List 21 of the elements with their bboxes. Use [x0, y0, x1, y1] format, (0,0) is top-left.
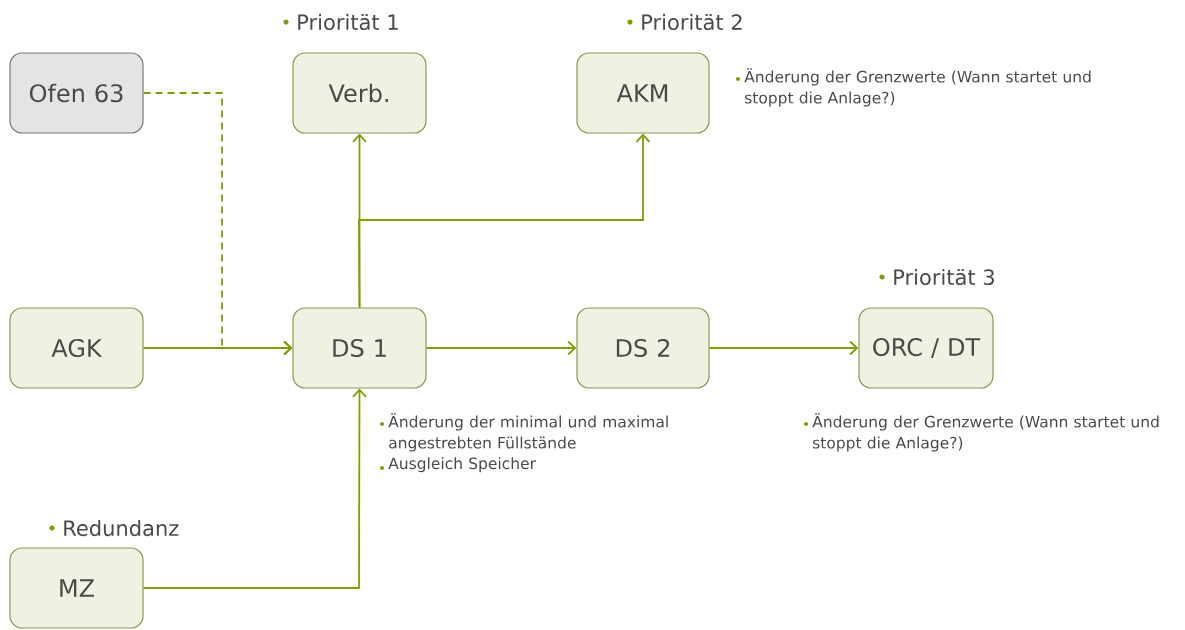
process-box: DS 2	[576, 307, 710, 389]
note-text: Änderung der Grenzwerte (Wann startet und stoppt die Anlage?)	[744, 68, 1091, 107]
note-text: Ausgleich Speicher	[388, 457, 536, 473]
note-text: Änderung der minimal und maximal angestrebten Füllstände	[388, 413, 668, 452]
arrow	[142, 340, 293, 356]
heading: Priorität 1	[298, 13, 398, 31]
heading: Priorität 2	[642, 13, 742, 31]
arrow	[425, 340, 577, 356]
process-box: Ofen 63	[9, 52, 144, 134]
process-box: AKM	[576, 52, 710, 134]
note-text: Änderung der Grenzwerte (Wann startet und stoppt die Anlage?)	[812, 413, 1159, 452]
arrow	[142, 388, 367, 589]
arrow	[708, 340, 859, 356]
process-box: DS 1	[292, 307, 427, 389]
process-box: Verb.	[292, 52, 427, 134]
process-box: ORC / DT	[858, 307, 994, 389]
process-box: AGK	[9, 307, 144, 389]
arrow	[358, 133, 651, 309]
heading: Priorität 3	[894, 268, 994, 286]
process-box: MZ	[9, 547, 144, 629]
heading: Redundanz	[64, 519, 179, 537]
